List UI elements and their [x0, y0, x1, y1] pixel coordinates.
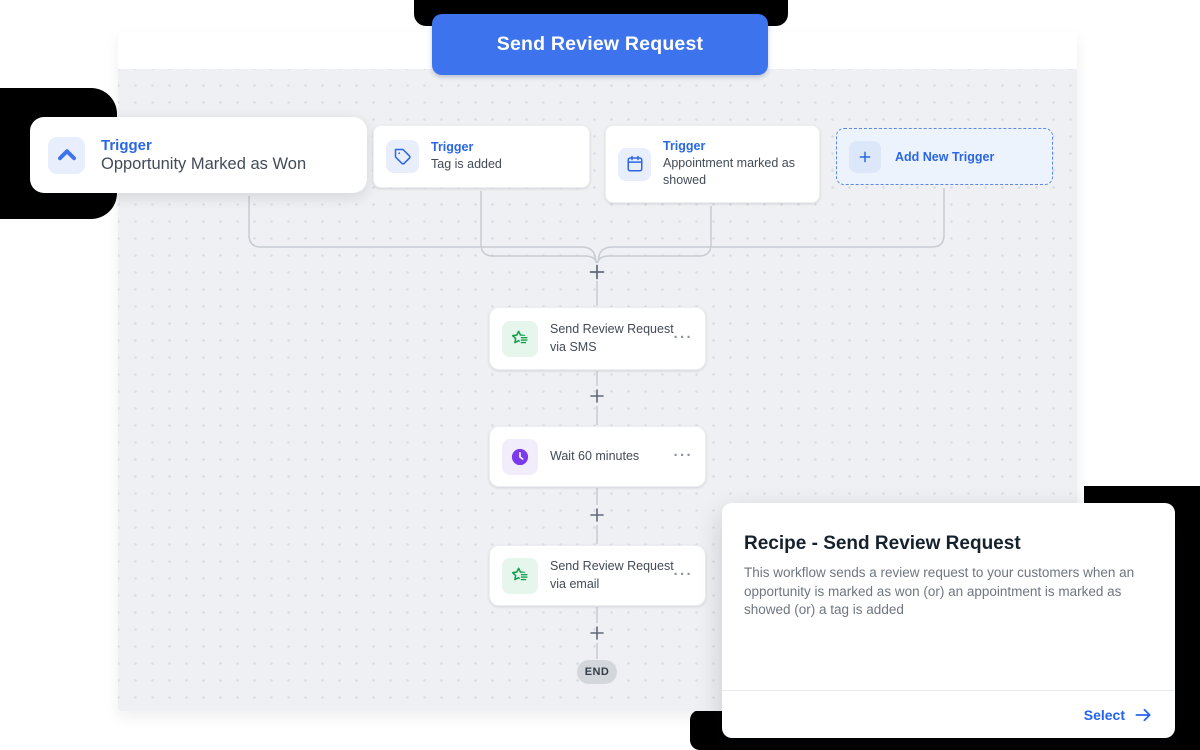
trigger-card-tag-added[interactable]: Trigger Tag is added — [373, 125, 590, 188]
recipe-card: Recipe - Send Review Request This workfl… — [722, 503, 1175, 738]
action-name: Send Review Request via SMS — [550, 321, 685, 356]
end-label: END — [585, 666, 609, 678]
trigger-name: Tag is added — [431, 156, 502, 173]
trigger-type-label: Trigger — [101, 137, 306, 154]
tag-icon — [386, 140, 419, 173]
add-step-button[interactable] — [589, 625, 605, 641]
arrow-right-icon — [1134, 707, 1153, 723]
select-label: Select — [1084, 707, 1125, 723]
review-star-icon — [502, 321, 538, 357]
action-card-email[interactable]: Send Review Request via email ··· — [489, 545, 706, 606]
trigger-name: Appointment marked as showed — [663, 155, 803, 189]
more-menu-icon[interactable]: ··· — [674, 329, 694, 346]
workflow-title-button[interactable]: Send Review Request — [432, 14, 768, 75]
action-name: Send Review Request via email — [550, 558, 685, 593]
trigger-name: Opportunity Marked as Won — [101, 155, 306, 174]
plus-icon — [589, 264, 605, 280]
add-step-button[interactable] — [589, 388, 605, 404]
plus-icon — [589, 507, 605, 523]
chevron-up-icon — [48, 137, 85, 174]
end-node: END — [577, 660, 617, 684]
select-button[interactable]: Select — [1084, 707, 1153, 723]
more-menu-icon[interactable]: ··· — [674, 447, 694, 464]
recipe-footer: Select — [722, 690, 1175, 738]
plus-icon — [849, 141, 881, 173]
action-card-wait[interactable]: Wait 60 minutes ··· — [489, 426, 706, 487]
trigger-card-opportunity-won[interactable]: Trigger Opportunity Marked as Won — [30, 117, 367, 193]
action-card-sms[interactable]: Send Review Request via SMS ··· — [489, 307, 706, 370]
recipe-title: Recipe - Send Review Request — [722, 503, 1175, 555]
recipe-description: This workflow sends a review request to … — [722, 555, 1175, 620]
more-menu-icon[interactable]: ··· — [674, 566, 694, 583]
add-step-button[interactable] — [589, 507, 605, 523]
add-new-trigger-label: Add New Trigger — [895, 150, 994, 164]
trigger-type-label: Trigger — [663, 139, 803, 153]
action-name: Wait 60 minutes — [550, 448, 685, 466]
workflow-title-label: Send Review Request — [497, 33, 703, 56]
review-star-icon — [502, 558, 538, 594]
clock-icon — [502, 439, 538, 475]
trigger-card-appointment-showed[interactable]: Trigger Appointment marked as showed — [605, 125, 820, 203]
plus-icon — [589, 388, 605, 404]
add-new-trigger-button[interactable]: Add New Trigger — [836, 128, 1053, 185]
add-step-button[interactable] — [589, 264, 605, 280]
trigger-type-label: Trigger — [431, 140, 502, 154]
plus-icon — [589, 625, 605, 641]
calendar-icon — [618, 148, 651, 181]
